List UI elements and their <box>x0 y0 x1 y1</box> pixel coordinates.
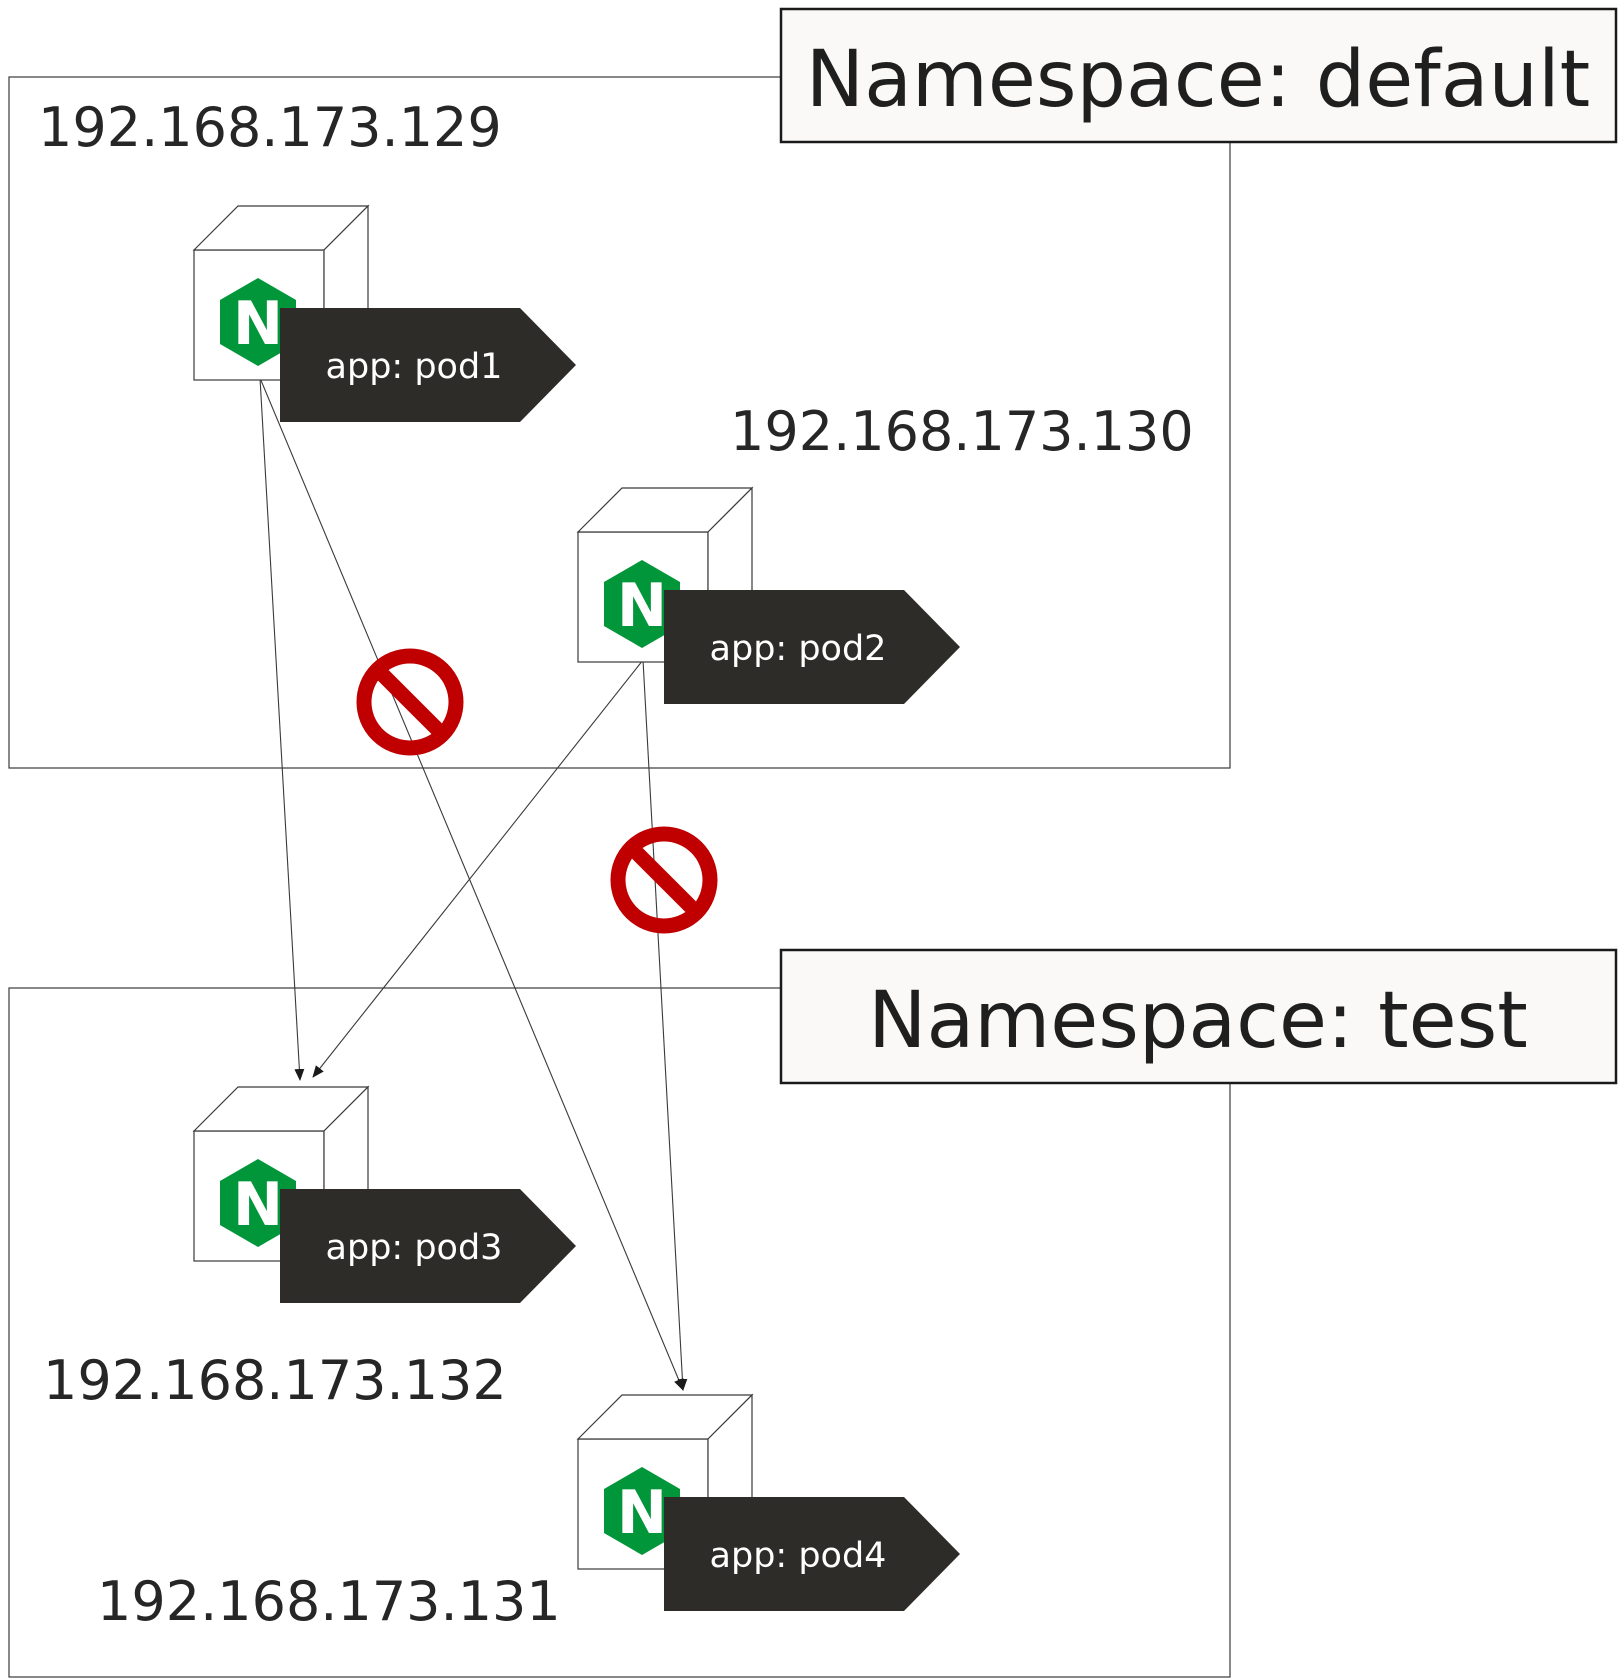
svg-text:N: N <box>233 1170 283 1240</box>
connection-pod1-to-pod3 <box>259 377 305 1081</box>
nginx-logo-icon: N <box>604 1467 680 1555</box>
ip-label-pod3: 192.168.173.132 <box>43 1349 507 1412</box>
pod-node-pod2: N app: pod2 <box>576 486 960 704</box>
namespace-test-label-box <box>779 948 1618 1085</box>
connection-pod2-to-pod3 <box>312 659 644 1078</box>
namespace-test: Namespace: test <box>8 948 1618 1678</box>
svg-text:N: N <box>617 571 667 641</box>
ip-label-pod2: 192.168.173.130 <box>730 400 1194 463</box>
namespace-default-title: Namespace: default <box>806 35 1590 125</box>
namespace-default-label-box <box>779 7 1618 144</box>
svg-text:N: N <box>617 1478 667 1548</box>
pod-node-pod1: N app: pod1 <box>192 204 576 422</box>
namespace-default: Namespace: default <box>8 7 1618 769</box>
blocked-icon <box>610 826 718 934</box>
svg-text:N: N <box>233 289 283 359</box>
connection-pod2-to-pod4 <box>642 659 688 1391</box>
pod-label-text: app: pod4 <box>710 1536 887 1576</box>
pod-label-tag: app: pod2 <box>664 590 960 704</box>
nginx-logo-icon: N <box>220 1159 296 1247</box>
ip-label-pod1: 192.168.173.129 <box>38 96 502 159</box>
connection-pod1-to-pod4 <box>259 377 684 1391</box>
pod-label-text: app: pod2 <box>710 629 887 669</box>
pod-label-tag: app: pod4 <box>664 1497 960 1611</box>
namespace-test-title: Namespace: test <box>868 976 1528 1066</box>
nginx-logo-icon: N <box>604 560 680 648</box>
container-cube-icon <box>576 486 754 664</box>
ip-label-pod4: 192.168.173.131 <box>97 1570 561 1633</box>
connections <box>259 377 688 1391</box>
nginx-logo-icon: N <box>220 278 296 366</box>
pod-node-pod3: N app: pod3 <box>192 1085 576 1303</box>
namespace-test-box <box>8 987 1231 1678</box>
pod-label-tag: app: pod1 <box>280 308 576 422</box>
namespace-default-box <box>8 76 1231 769</box>
pod-node-pod4: N app: pod4 <box>576 1393 960 1611</box>
blocked-icon <box>356 648 464 756</box>
pod-label-tag: app: pod3 <box>280 1189 576 1303</box>
pod-label-text: app: pod1 <box>326 347 503 387</box>
pod-label-text: app: pod3 <box>326 1228 503 1268</box>
